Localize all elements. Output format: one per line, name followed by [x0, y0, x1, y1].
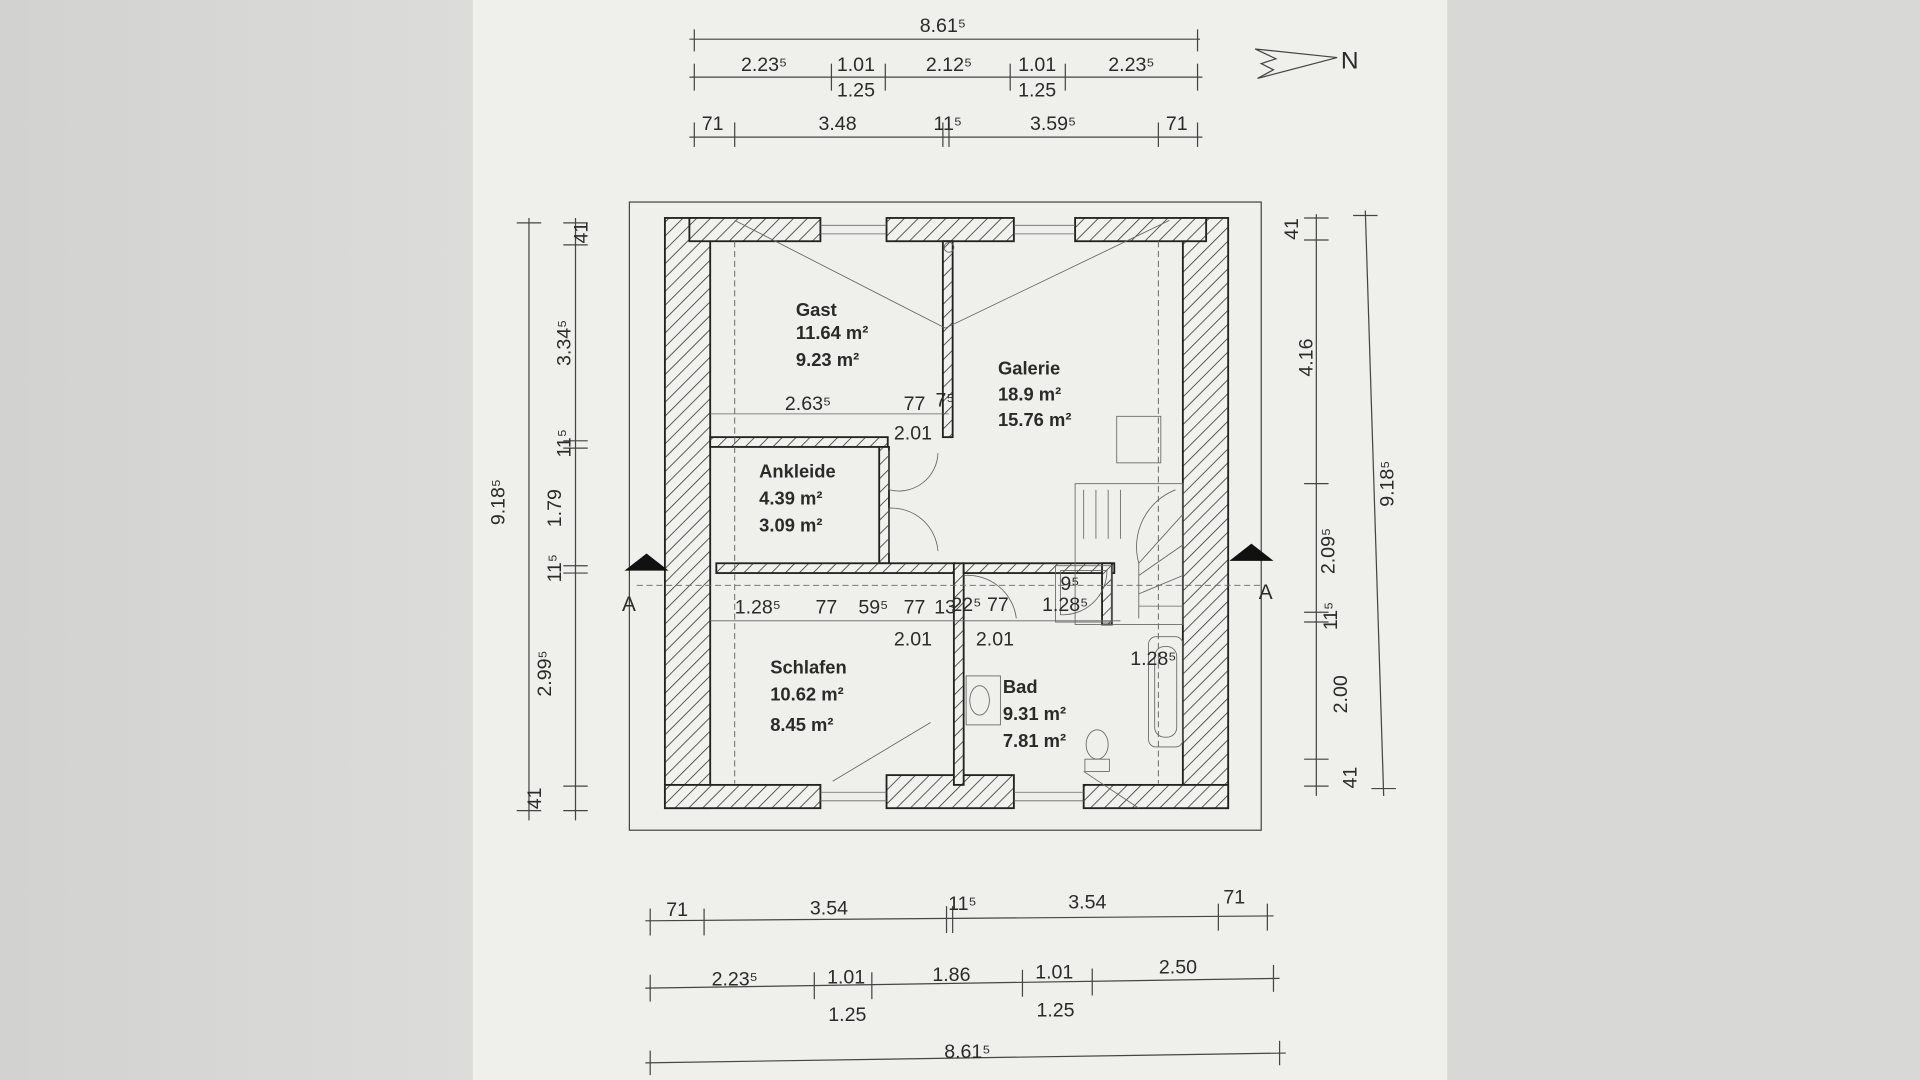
- dim-label: 8.61⁵: [944, 1041, 990, 1063]
- dim-label: 11⁵: [544, 554, 566, 582]
- north-label: N: [1341, 48, 1359, 75]
- room-ankleide: Ankleide 4.39 m² 3.09 m²: [759, 461, 836, 536]
- dim-label: 13: [934, 596, 956, 618]
- top-dimensions: 8.61⁵ 2.23⁵ 1.01 1.25 2.12⁵ 1.01 1.25 2.…: [689, 15, 1203, 147]
- dim-label: 2.63⁵: [785, 393, 831, 415]
- room-name: Bad: [1003, 676, 1038, 697]
- dim-label: 1.28⁵: [1130, 648, 1176, 670]
- dim-label: 2.01: [894, 423, 932, 445]
- background-left: [0, 0, 473, 1080]
- section-label: A: [622, 593, 636, 616]
- dim-label: 71: [702, 113, 724, 135]
- room-bad: Bad 9.31 m² 7.81 m²: [1003, 676, 1066, 751]
- room-gast: Gast 11.64 m² 9.23 m²: [796, 299, 868, 370]
- dim-label: 1.86: [932, 964, 970, 986]
- dim-label: 1.25: [1018, 80, 1056, 102]
- dim-label: 2.99⁵: [534, 650, 556, 696]
- room-galerie: Galerie 18.9 m² 15.76 m²: [998, 358, 1071, 430]
- room-area-net: 15.76 m²: [998, 409, 1071, 430]
- room-name: Schlafen: [770, 656, 847, 677]
- dim-label: 77: [816, 596, 838, 618]
- dim-label: 41: [571, 222, 593, 244]
- dim-label: 11⁵: [554, 429, 576, 457]
- dim-label: 71: [1223, 887, 1245, 909]
- room-area-gross: 11.64 m²: [796, 322, 868, 343]
- dim-label: 7⁵: [936, 390, 955, 412]
- section-label: A: [1259, 581, 1273, 604]
- dim-label: 4.16: [1296, 338, 1318, 376]
- section-marker-right: A: [1229, 543, 1274, 604]
- interior-dimensions: 2.63⁵ 77 7⁵ 2.01 1.28⁵ 77 59⁵ 77 13 22⁵ …: [710, 390, 1176, 670]
- room-area-net: 7.81 m²: [1003, 730, 1066, 751]
- dim-label: 1.25: [828, 1004, 866, 1026]
- dim-label: 1.01: [1035, 961, 1073, 983]
- room-area-net: 8.45 m²: [770, 714, 833, 735]
- bathroom-fixtures: [943, 242, 1184, 772]
- staircase: [1074, 415, 1184, 625]
- bottom-dimensions: 71 3.54 11⁵ 3.54 71 2.23⁵ 1.01 1.25 1.86…: [645, 887, 1286, 1076]
- right-dimensions: 41 4.16 2.09⁵ 11⁵ 2.00 41 9.18⁵: [1281, 210, 1398, 796]
- room-area-gross: 4.39 m²: [759, 487, 822, 508]
- dim-label: 1.01: [837, 54, 875, 76]
- dim-label: 2.12⁵: [926, 54, 972, 76]
- dim-label: 71: [1166, 113, 1188, 135]
- dim-label: 41: [1281, 218, 1303, 240]
- room-area-net: 3.09 m²: [759, 514, 822, 535]
- interior-walls: [709, 240, 1116, 786]
- dim-label: 1.25: [1036, 999, 1074, 1021]
- dim-label: 2.01: [894, 628, 932, 650]
- dim-label: 77: [904, 393, 926, 415]
- dim-label: 59⁵: [858, 596, 888, 618]
- dim-label: 1.28⁵: [1042, 594, 1088, 616]
- dim-label: 22⁵: [951, 594, 981, 616]
- dim-label: 2.50: [1159, 956, 1197, 978]
- north-arrow-icon: [1254, 48, 1338, 79]
- room-area-net: 9.23 m²: [796, 349, 859, 370]
- dim-label: 2.01: [976, 628, 1014, 650]
- dim-label: 11⁵: [1320, 602, 1342, 630]
- room-area-gross: 18.9 m²: [998, 383, 1061, 404]
- dim-label: 41: [524, 787, 546, 809]
- dim-label: 3.34⁵: [554, 320, 576, 366]
- room-name: Ankleide: [759, 461, 836, 482]
- roof-outline: [628, 201, 1262, 831]
- dim-label: 3.54: [1068, 892, 1106, 914]
- dim-label: 1.01: [827, 966, 865, 988]
- dim-label: 11⁵: [934, 113, 962, 135]
- exterior-walls: [663, 217, 1230, 810]
- roof-lines: [636, 220, 1262, 809]
- dim-label: 11⁵: [948, 893, 976, 915]
- windows: [820, 224, 1084, 802]
- dim-label: 1.28⁵: [735, 596, 781, 618]
- top-overall-dim: 8.61⁵: [920, 15, 966, 37]
- room-area-gross: 9.31 m²: [1003, 703, 1066, 724]
- dim-label: 3.54: [810, 898, 848, 920]
- room-area-gross: 10.62 m²: [770, 683, 843, 704]
- dim-label: 2.23⁵: [1108, 54, 1154, 76]
- dim-label: 2.00: [1330, 675, 1352, 713]
- room-name: Gast: [796, 299, 837, 320]
- dim-label: 1.01: [1018, 54, 1056, 76]
- dim-label: 77: [987, 594, 1009, 616]
- dim-label: 71: [666, 899, 688, 921]
- dim-label: 2.23⁵: [741, 54, 787, 76]
- room-name: Galerie: [998, 358, 1060, 379]
- dim-label: 3.59⁵: [1030, 113, 1076, 135]
- paper-sheet: [472, 0, 1448, 1080]
- dim-label: 9⁵: [1060, 573, 1079, 595]
- dim-label: 41: [1340, 767, 1362, 789]
- dim-label: 9.18⁵: [1376, 461, 1398, 507]
- section-marker-left: A: [622, 553, 669, 616]
- dim-label: 2.23⁵: [712, 969, 758, 991]
- room-schlafen: Schlafen 10.62 m² 8.45 m²: [770, 656, 847, 735]
- left-dimensions: 9.18⁵ 41 3.34⁵ 11⁵ 1.79 11⁵ 2.99⁵ 41: [487, 217, 593, 821]
- dim-label: 9.18⁵: [487, 479, 509, 525]
- dim-label: 1.79: [544, 489, 566, 527]
- dim-label: 2.09⁵: [1318, 528, 1340, 574]
- dim-label: 1.25: [837, 80, 875, 102]
- background-right: [1447, 0, 1920, 1080]
- doors: [888, 450, 1017, 619]
- dim-label: 3.48: [818, 113, 856, 135]
- dim-label: 77: [904, 596, 926, 618]
